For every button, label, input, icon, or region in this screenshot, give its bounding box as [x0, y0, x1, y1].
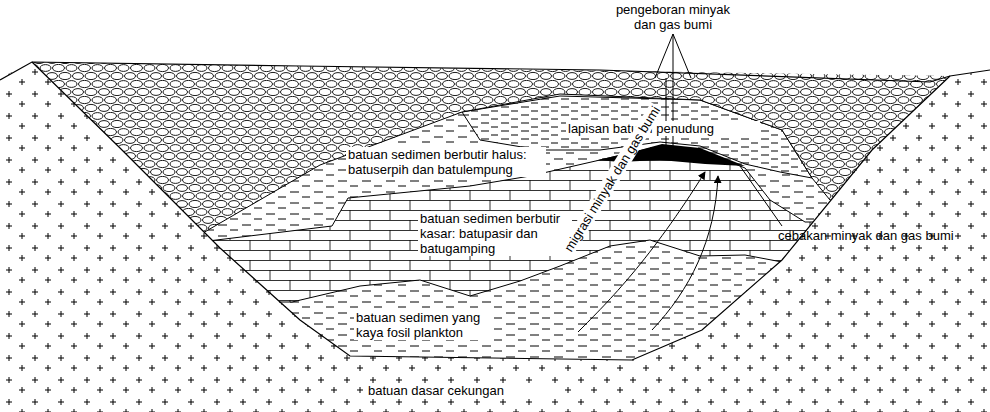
leader-line	[740, 166, 782, 226]
layer-label: pengeboran minyak dan gas bumi	[612, 2, 734, 32]
coarse-layer	[0, 0, 990, 302]
fine-layer	[0, 0, 990, 242]
conglomerate-layer	[0, 0, 990, 237]
migration-arrow	[652, 176, 718, 330]
layer-label: cebakan minyak dan gas bumi	[778, 228, 978, 243]
layer-label: batuan sedimen berbutir kasar: batupasir…	[418, 211, 572, 256]
layer-label: lapisan batuan penudung	[566, 121, 760, 136]
fine-hatch	[0, 0, 990, 242]
layer-label: batuan sedimen berbutir halus: batuserpi…	[346, 147, 546, 177]
layer-label: batuan dasar cekungan	[366, 383, 550, 398]
ground-surface	[0, 62, 990, 82]
coarse-hatch	[0, 0, 990, 302]
basin-outline	[32, 62, 950, 360]
layer-label: batuan sedimen yang kaya fosil plankton	[354, 310, 492, 340]
